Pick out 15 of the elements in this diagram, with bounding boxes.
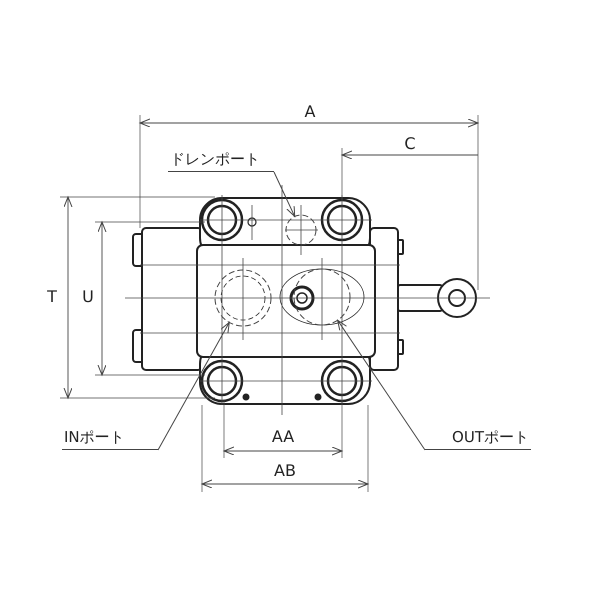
port-callout: INポート [62, 428, 158, 450]
port-circle [294, 268, 350, 326]
port-callout: ドレンポート [168, 150, 274, 172]
dimension-label: AA [270, 428, 296, 446]
dimension-label: A [304, 103, 316, 121]
port-callout: OUTポート [425, 428, 531, 450]
leader-line [158, 322, 230, 450]
leader-line [337, 320, 426, 450]
dimension-label: T [46, 288, 58, 306]
port-circle [214, 270, 272, 326]
dimension-label: C [403, 135, 417, 153]
port-circle [286, 214, 316, 246]
dimension-label: AB [273, 462, 297, 480]
leader-line [274, 172, 296, 217]
dimension-label: U [81, 288, 95, 306]
